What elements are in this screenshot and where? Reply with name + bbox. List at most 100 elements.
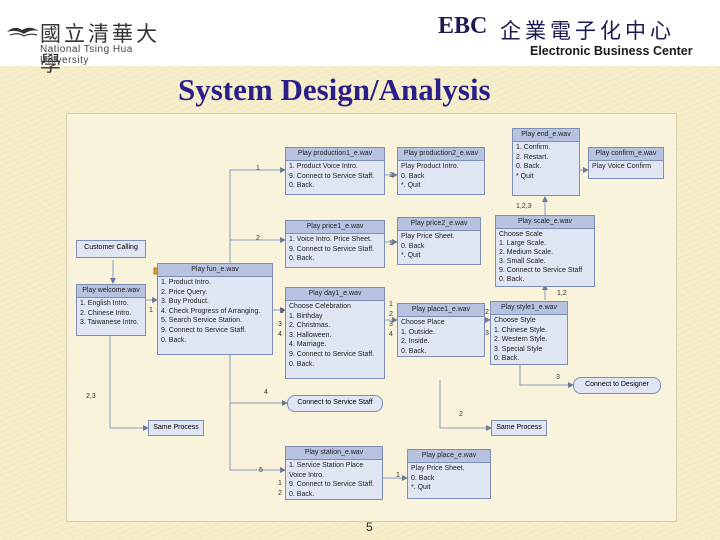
edge-label: 2 <box>485 309 489 316</box>
edge-fun-to-product1 <box>229 167 286 263</box>
edge-label: 1 <box>278 480 282 487</box>
node-product2-line: 0. Back <box>401 172 425 180</box>
node-place-line: Play Price Sheet. <box>411 465 465 472</box>
node-scale: Play scale_e.wav Choose Scale 1. Large S… <box>495 215 595 287</box>
header-band: 國立清華大學 National Tsing Hua University EBC… <box>0 0 720 76</box>
node-day1-line: 0. Back. <box>289 360 315 368</box>
node-place1-line: 2. Inside. <box>401 338 430 346</box>
node-fun-line: 1. Product Intro. <box>161 279 211 286</box>
node-price1-line: 1. Voice Intro. Price Sheet. <box>289 236 372 243</box>
node-price2-line: 0. Back <box>401 242 425 250</box>
node-price1-line: 9. Connect to Service Staff. <box>289 245 375 253</box>
university-logo: 國立清華大學 National Tsing Hua University <box>4 10 174 76</box>
node-day1-header: Play day1_e.wav <box>286 288 384 301</box>
node-day1-line: 2. Christmas. <box>289 322 331 330</box>
node-price1-header: Play price1_e.wav <box>286 221 384 234</box>
node-style1-line: 1. Chinese Style. <box>494 326 547 334</box>
node-product1-line: 0. Back. <box>289 182 315 190</box>
edge-label: 3 <box>556 374 560 381</box>
node-fun-line: 5. Search Service Station. <box>161 317 242 325</box>
edge-label: 3 <box>278 321 282 328</box>
node-style1: Play style1_e.wav Choose Style 1. Chines… <box>490 301 568 365</box>
node-place-header: Play place_e.wav <box>408 450 490 463</box>
university-name-en: National Tsing Hua University <box>40 44 133 66</box>
node-welcome: Play welcome.wav 1. English Intro. 2. Ch… <box>76 284 146 336</box>
node-station-line: 0. Back. <box>289 490 315 498</box>
node-scale-line: Choose Scale <box>499 231 543 238</box>
same-process-right-label: Same Process <box>496 424 542 431</box>
node-style1-line: Choose Style <box>494 317 536 324</box>
node-day1-line: 3. Halloween. <box>289 331 332 339</box>
node-fun-line: 9. Connect to Service Staff. <box>161 326 247 334</box>
node-station-header: Play station_e.wav <box>286 447 382 460</box>
slide-title: System Design/Analysis <box>178 72 491 107</box>
edge-label: 1 <box>389 301 393 308</box>
node-place1-line: 1. Outside. <box>401 328 435 336</box>
node-product1-header: Play production1_e.wav <box>286 148 384 161</box>
node-scale-line: 3. Small Scale. <box>499 258 546 265</box>
ebc-name-cn: 企業電子化中心 <box>500 19 675 43</box>
node-product1-line: 1. Product Voice Intro. <box>289 163 358 170</box>
node-price2-line: Play Price Sheet. <box>401 233 455 240</box>
node-station-line: 9. Connect to Service Staff. <box>289 481 375 489</box>
node-confirm-line: Play Voice Confirm <box>592 163 652 170</box>
node-end-line: 0. Back. <box>516 163 542 171</box>
node-place-line: 0. Back <box>411 474 435 482</box>
node-fun: Play fun_e.wav 1. Product Intro. 2. Pric… <box>157 263 273 355</box>
university-name-cn: 國立清華大學 <box>40 22 160 76</box>
node-fun-header: Play fun_e.wav <box>158 264 272 277</box>
edge-style1-to-designer <box>519 365 574 388</box>
node-place1-line: 0. Back. <box>401 347 427 355</box>
edge-label: 4 <box>278 331 282 338</box>
node-scale-line: 9. Connect to Service Staff <box>499 267 583 274</box>
node-welcome-line: 2. Chinese Intro. <box>80 309 132 317</box>
node-welcome-line: 1. English Intro. <box>80 300 129 307</box>
edge-label: 1 <box>389 172 393 179</box>
edge-label: 2 <box>459 411 463 418</box>
same-process-left-label: Same Process <box>153 424 199 431</box>
edge-label: 4 <box>264 389 268 396</box>
node-product2: Play production2_e.wav Play Product Intr… <box>397 147 485 195</box>
edge-label: 3 <box>389 321 393 328</box>
node-place1-header: Play place1_e.wav <box>398 304 484 317</box>
node-day1-line: 9. Connect to Service Staff. <box>289 350 375 358</box>
edge-label: 1 <box>256 165 260 172</box>
node-end-line: 1. Confirm. <box>516 144 551 151</box>
same-process-right-box: Same Process <box>491 420 547 436</box>
edge-to-same-process-right <box>439 380 492 431</box>
edge-label: 1,2,3 <box>516 203 532 210</box>
connect-designer-label: Connect to Designer <box>585 381 649 388</box>
edge-label: 1 <box>396 472 400 479</box>
node-price2-line: *. Quit <box>401 252 421 260</box>
node-scale-line: 2. Medium Scale. <box>499 249 554 256</box>
node-station-line: Voice Intro. <box>289 471 325 479</box>
node-end-header: Play end_e.wav <box>513 129 579 142</box>
node-style1-header: Play style1_e.wav <box>491 302 567 315</box>
university-emblem-icon <box>7 27 39 37</box>
node-price1: Play price1_e.wav 1. Voice Intro. Price … <box>285 220 385 268</box>
edge-label: 1 <box>149 307 153 314</box>
node-fun-line: 4. Check Progress of Arranging. <box>161 307 261 315</box>
node-end-line: 2. Restart. <box>516 153 549 161</box>
node-place-line: *. Quit <box>411 484 431 492</box>
node-place1-line: Choose Place <box>401 319 445 326</box>
node-day1: Play day1_e.wav Choose Celebration 1. Bi… <box>285 287 385 379</box>
edge-fun-to-station <box>229 403 286 473</box>
edge-label: 1 <box>389 240 393 247</box>
node-style1-line: 2. Western Style. <box>494 336 548 344</box>
node-welcome-header: Play welcome.wav <box>77 285 145 298</box>
node-day1-line: Choose Celebration <box>289 303 351 310</box>
node-price2: Play price2_e.wav Play Price Sheet. 0. B… <box>397 217 481 265</box>
edge-to-same-process-left <box>109 335 149 431</box>
same-process-left-box: Same Process <box>148 420 204 436</box>
node-product1: Play production1_e.wav 1. Product Voice … <box>285 147 385 195</box>
node-price1-line: 0. Back. <box>289 255 315 263</box>
node-scale-line: 1. Large Scale. <box>499 240 547 247</box>
node-end: Play end_e.wav 1. Confirm. 2. Restart. 0… <box>512 128 580 196</box>
edge-label: 2,3 <box>86 393 96 400</box>
node-style1-line: 0. Back. <box>494 355 520 363</box>
node-product1-line: 9. Connect to Service Staff. <box>289 172 375 180</box>
node-station: Play station_e.wav 1. Service Station Pl… <box>285 446 383 500</box>
edge-label: 3 <box>280 308 284 315</box>
